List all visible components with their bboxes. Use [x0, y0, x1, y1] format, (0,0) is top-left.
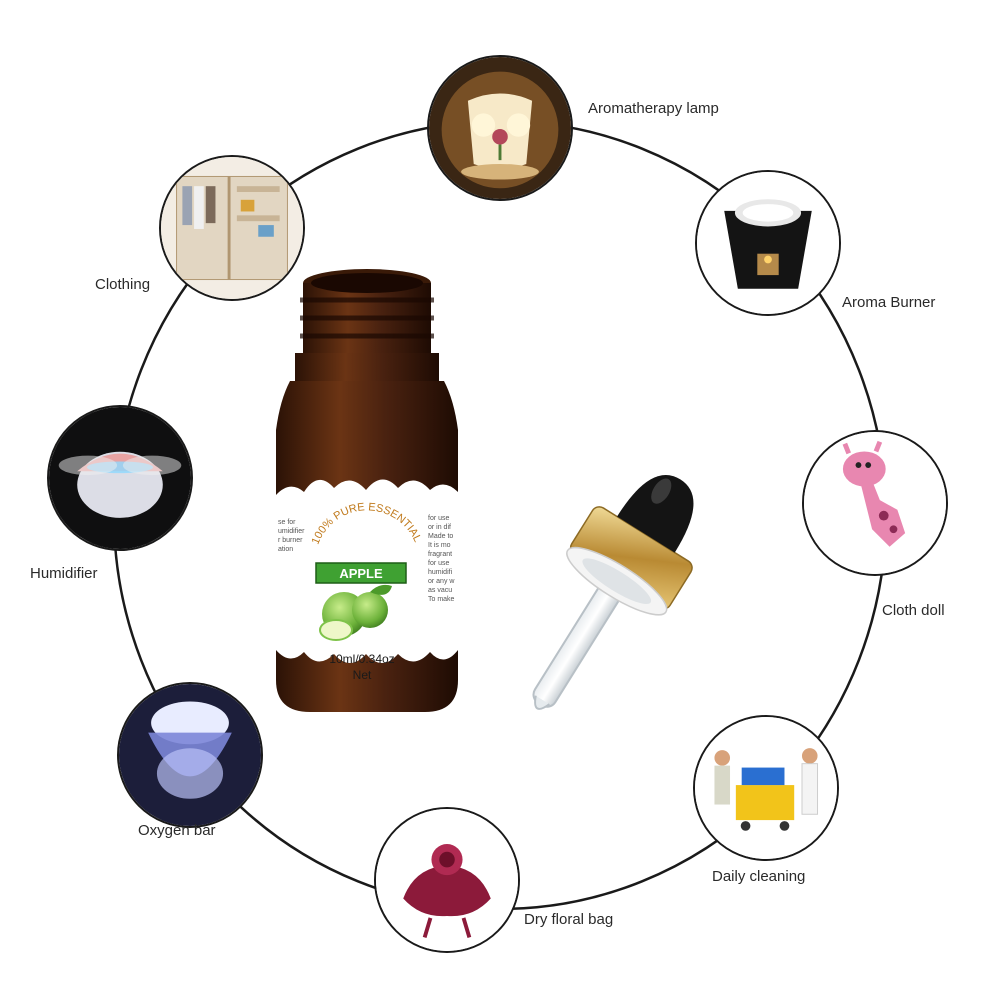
- oxygen-bar-icon: [117, 682, 263, 828]
- sideLeft-line: ation: [278, 546, 293, 553]
- sideRight-line: humidifi: [428, 569, 453, 576]
- label-aroma-burner: Aroma Burner: [842, 294, 936, 311]
- daily-cleaning-icon: [693, 715, 839, 861]
- label-cloth-doll: Cloth doll: [882, 602, 945, 619]
- sideLeft-line: r burner: [278, 537, 303, 544]
- humidifier-icon: [47, 405, 193, 551]
- sideRight-line: It is mo: [428, 542, 451, 549]
- net-text: Net: [353, 668, 372, 682]
- aroma-burner-icon: [695, 170, 841, 316]
- label-aromatherapy-lamp: Aromatherapy lamp: [588, 100, 719, 117]
- label-daily-cleaning: Daily cleaning: [712, 868, 806, 885]
- label-dry-floral-bag: Dry floral bag: [524, 911, 614, 928]
- cloth-doll-icon: [802, 430, 948, 576]
- sideRight-line: or any w: [428, 578, 455, 585]
- sideLeft-line: se for: [278, 519, 296, 526]
- sideRight-line: for use: [428, 515, 450, 522]
- sideLeft-line: umidifier: [278, 528, 305, 535]
- scent-name: APPLE: [339, 566, 383, 581]
- sideRight-line: Made to: [428, 533, 453, 540]
- label-clothing: Clothing: [95, 276, 151, 293]
- label-humidifier: Humidifier: [30, 565, 98, 582]
- aromatherapy-lamp-icon: [427, 55, 573, 201]
- sideRight-line: To make: [428, 596, 455, 603]
- sideRight-line: as vacu: [428, 587, 452, 594]
- volume-text: 10ml/0.34oz: [329, 652, 394, 666]
- clothing-icon: [159, 155, 305, 301]
- sideRight-line: fragrant: [428, 551, 452, 558]
- dry-floral-bag-icon: [374, 807, 520, 953]
- label-oxygen-bar: Oxygen bar: [138, 822, 216, 839]
- label-side-text-left: se for umidifier r burner ation: [278, 519, 305, 553]
- sideRight-line: or in dif: [428, 524, 451, 531]
- sideRight-line: for use: [428, 560, 450, 567]
